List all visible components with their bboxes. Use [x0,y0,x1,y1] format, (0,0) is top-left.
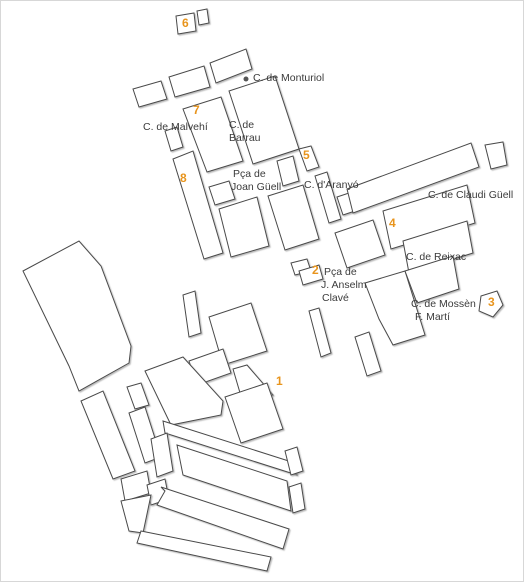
building-block [208,180,236,206]
building-block [484,141,508,170]
building-block [162,420,298,476]
building-block [132,80,168,108]
building-block [224,382,284,444]
building-block [218,196,270,258]
building-block [196,8,210,26]
building-block [354,331,382,377]
building-block [144,356,224,426]
building-block [120,494,152,534]
building-block [298,145,320,172]
location-markers: 1 2 3 4 5 6 7 8 [180,16,495,388]
building-blocks [22,8,508,572]
building-block [126,382,150,410]
building-block [164,126,184,152]
building-block [314,171,342,224]
street-label-monturiol: C. de Monturiol [253,72,324,84]
building-block [382,184,476,250]
building-block [168,65,211,98]
marker-4[interactable]: 4 [389,216,396,230]
street-labels: C. de Monturiol C. de Malvehí C. de Barr… [143,72,513,323]
building-block [404,255,460,304]
building-block [209,48,253,84]
building-block [182,96,244,173]
building-block [80,390,136,480]
marker-3[interactable]: 3 [488,295,495,309]
building-block [298,264,324,286]
building-block [182,290,202,338]
building-block [175,12,197,35]
building-block [364,270,426,346]
building-block [288,482,306,514]
building-block [402,220,474,274]
marker-7[interactable]: 7 [193,103,200,117]
street-label-mossen-line2: F. Martí [415,311,450,323]
street-label-aranyo: C. d'Aranyó [304,179,359,191]
marker-5[interactable]: 5 [303,148,310,162]
building-block [156,486,290,550]
building-block [284,446,304,476]
street-label-claudi-guell: C. de Clàudi Güell [428,189,513,201]
location-dot-icon [243,76,249,82]
building-block [308,307,332,358]
street-label-malvehi: C. de Malvehí [143,121,208,133]
building-block [276,155,300,187]
square-label-clave-line2: J. Anselm [321,279,367,291]
square-label-joan-guell-line2: Joan Güell [231,181,281,193]
street-label-reixac: C. de Reixac [406,251,466,263]
building-block [22,240,132,392]
building-block [346,142,480,214]
building-block [150,432,174,478]
street-label-mossen-line1: C. de Mossèn [411,298,476,310]
building-block [136,530,272,572]
marker-6[interactable]: 6 [182,16,189,30]
square-label-clave-line3: Clavé [322,292,349,304]
building-block [267,184,320,251]
marker-2[interactable]: 2 [312,263,319,277]
marker-8[interactable]: 8 [180,171,187,185]
marker-1[interactable]: 1 [276,374,283,388]
street-label-barrau-line1: C. de [229,119,254,131]
building-block [334,219,386,269]
street-label-barrau-line2: Barrau [229,132,261,144]
building-block [176,444,292,512]
square-label-joan-guell-line1: Pça de [233,168,266,180]
square-label-clave-line1: Pça de [324,266,357,278]
building-block [478,290,504,318]
building-block [172,150,224,260]
